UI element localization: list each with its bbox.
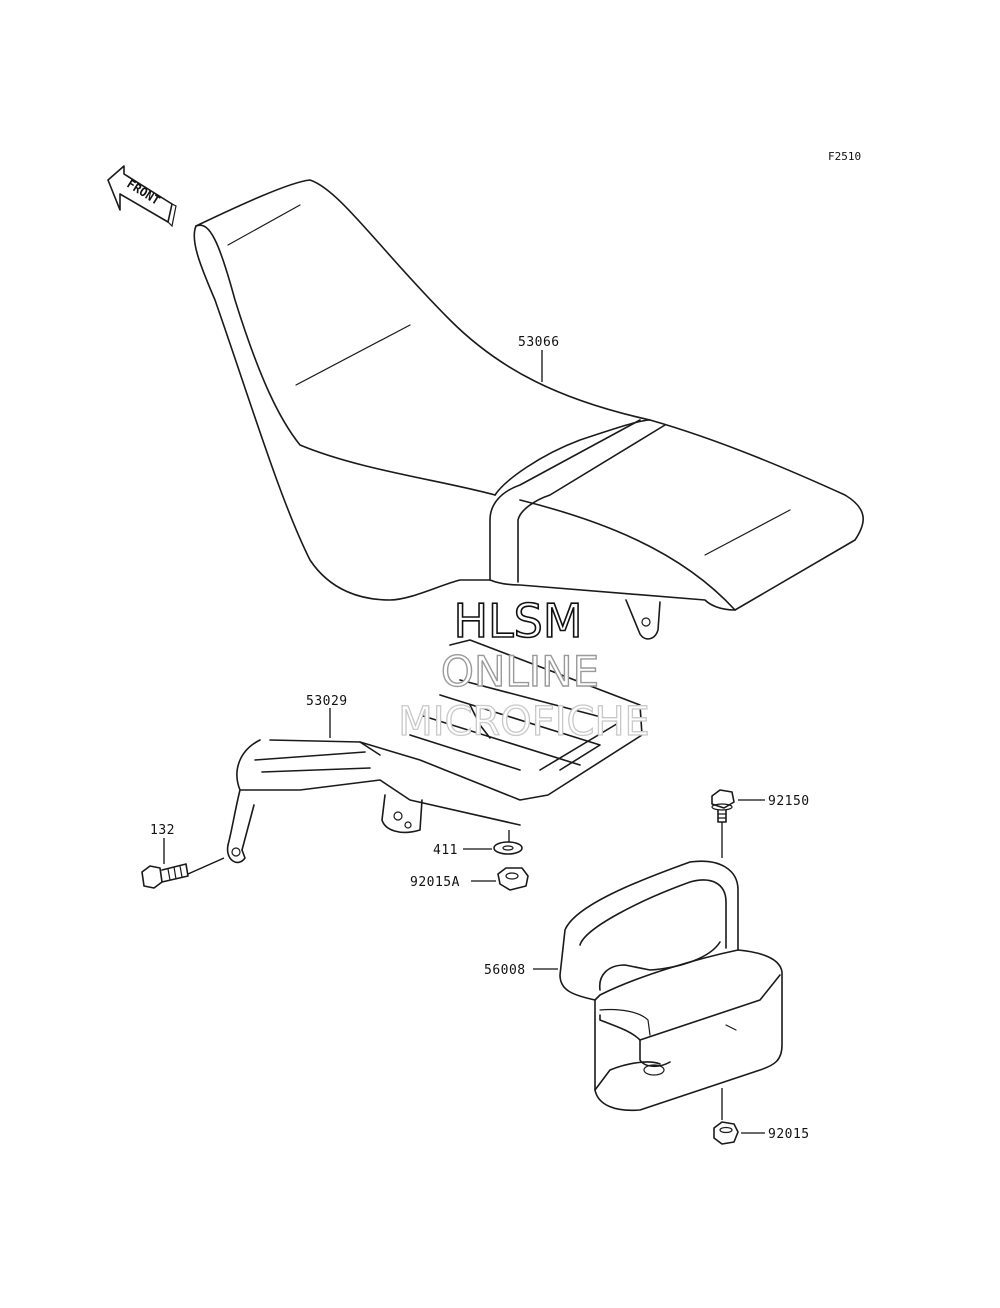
nut-92015a-icon (497, 867, 529, 891)
bolt-132-icon (141, 863, 189, 889)
label-92015a: 92015A (410, 875, 460, 890)
label-56008: 56008 (484, 963, 526, 978)
watermark-line1: HLSM (453, 594, 582, 648)
seat-drawing (193, 179, 864, 640)
leader-lines (163, 350, 765, 1134)
label-53066: 53066 (518, 335, 560, 350)
carrier-drawing (226, 639, 643, 864)
label-53029: 53029 (306, 694, 348, 709)
label-92150: 92150 (768, 794, 810, 809)
watermark-line2: ONLINE (441, 647, 599, 696)
label-92015: 92015 (768, 1127, 810, 1142)
watermark-line3: MICROFICHE (398, 699, 650, 745)
figure-code: F2510 (828, 150, 861, 163)
washer-411-icon (493, 841, 523, 855)
box-drawing (559, 860, 783, 1112)
label-411: 411 (433, 843, 458, 858)
label-132: 132 (150, 823, 175, 838)
front-arrow-icon: FRONT (107, 165, 177, 228)
bolt-92150-icon (711, 789, 735, 823)
nut-92015-icon (713, 1121, 739, 1145)
